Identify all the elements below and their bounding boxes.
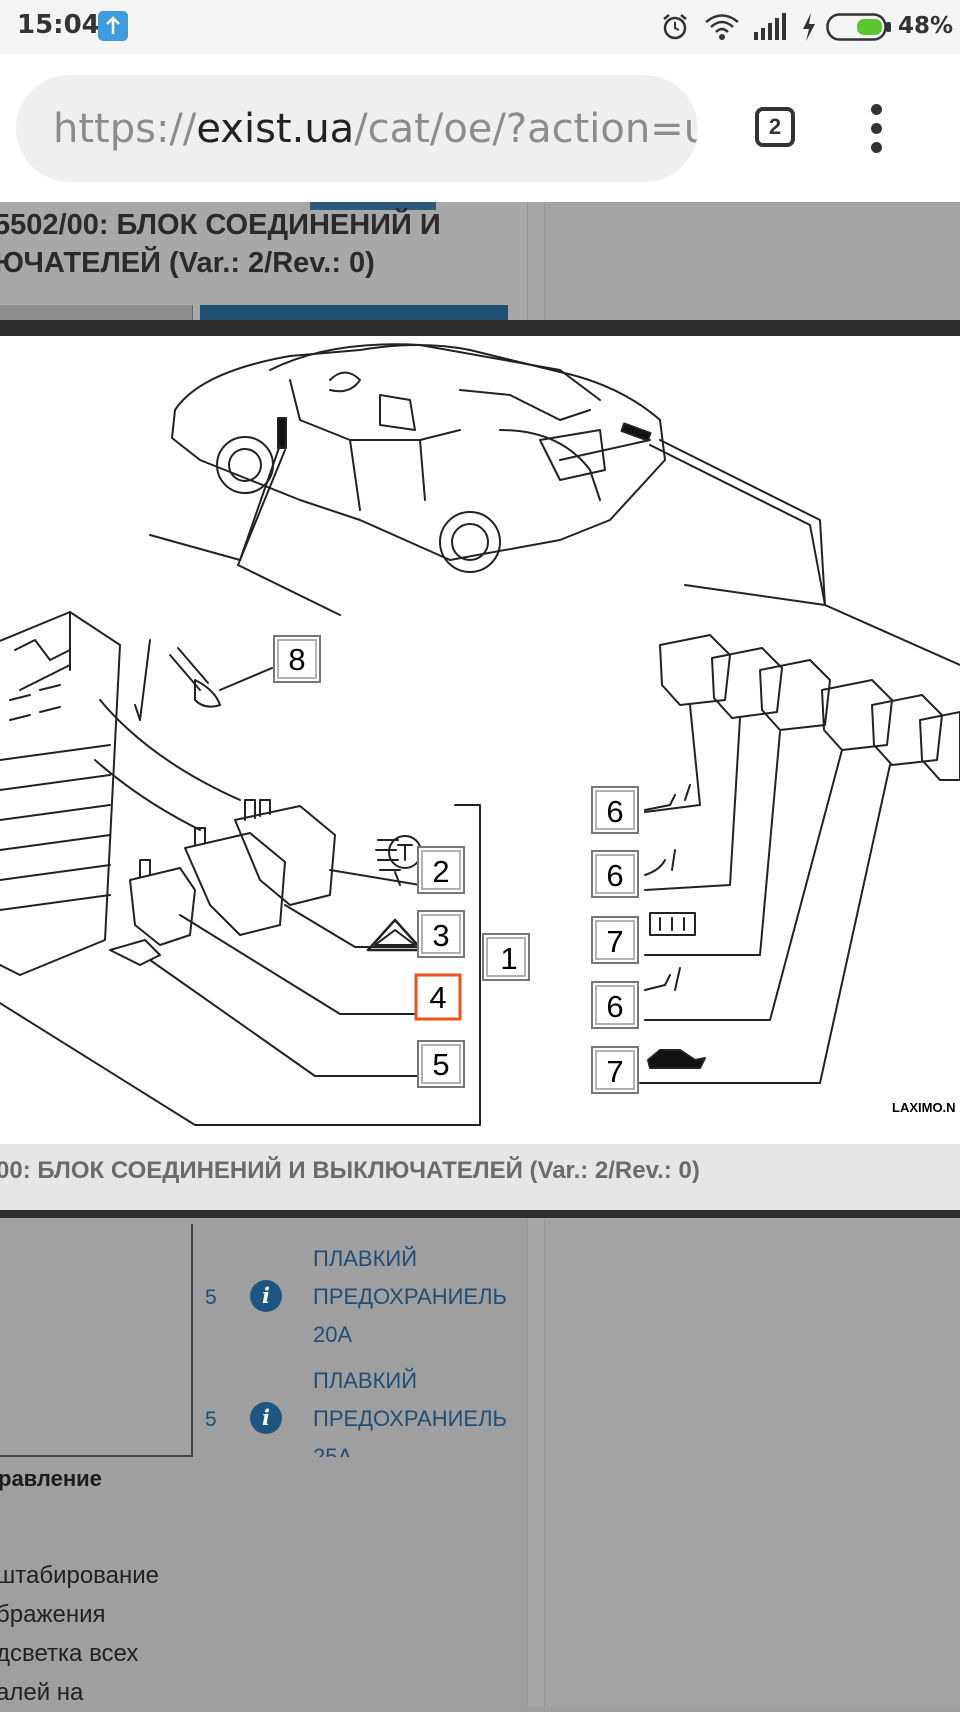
right-relay-row (639, 634, 960, 1084)
bolt (134, 639, 273, 721)
management-item[interactable]: штабирование (0, 1562, 160, 1589)
parts-image-box (0, 1224, 193, 1457)
status-bar: 15:04 48% (0, 0, 960, 54)
callout-6a: 6 (591, 786, 639, 834)
svg-text:4: 4 (429, 980, 446, 1015)
battery-percent: 48% (898, 13, 954, 39)
callout-6c: 6 (591, 981, 639, 1029)
svg-text:2: 2 (432, 854, 449, 889)
page-title: 5502/00: БЛОК СОЕДИНЕНИЙ И ЮЧАТЕЛЕЙ (Var… (0, 206, 441, 282)
gray-tab[interactable] (0, 305, 193, 320)
headlamp-icon (375, 839, 401, 871)
wifi-icon (705, 14, 739, 40)
address-bar[interactable]: https://exist.ua/cat/oe/?action=u (16, 75, 698, 182)
svg-text:7: 7 (606, 924, 623, 959)
svg-text:8: 8 (288, 642, 305, 677)
page-title-line-1: 5502/00: БЛОК СОЕДИНЕНИЙ И (0, 209, 441, 241)
trunk-icon (647, 1049, 706, 1069)
callout-7b: 7 (591, 1046, 639, 1094)
part-row[interactable]: 5 i ПЛАВКИЙ ПРЕДОХРАНИЕЛЬ 20А (193, 1240, 528, 1350)
management-list: штабирование бражения дсветка всех алей … (0, 1556, 159, 1712)
seat-heat-icon (644, 784, 691, 811)
blue-tab[interactable] (200, 305, 508, 320)
diagram-caption: 00: БЛОК СОЕДИНЕНИЙ И ВЫКЛЮЧАТЕЛЕЙ (Var.… (0, 1157, 700, 1184)
parts-diagram[interactable]: 8 2 3 4 5 (0, 336, 960, 1144)
management-item[interactable]: алей на (0, 1679, 84, 1706)
callout-7a: 7 (591, 916, 639, 964)
watermark: LAXIMO.N (892, 1100, 956, 1115)
battery-icon (826, 13, 891, 41)
callout-4-highlighted: 4 (414, 973, 462, 1021)
management-item[interactable]: бражения (0, 1601, 106, 1628)
management-title: равление (0, 1466, 102, 1491)
seat-heat-icon-2 (644, 849, 676, 876)
svg-text:6: 6 (606, 858, 623, 893)
tab-switcher-button[interactable]: 2 (755, 107, 795, 147)
callout-1: 1 (482, 933, 530, 981)
rear-defrost-icon (649, 912, 696, 936)
callout-8: 8 (273, 635, 321, 683)
title-block: 5502/00: БЛОК СОЕДИНЕНИЙ И ЮЧАТЕЛЕЙ (Var… (0, 202, 528, 320)
callout-2: 2 (417, 846, 465, 894)
hazard-icon (374, 929, 416, 946)
part-name[interactable]: ПЛАВКИЙ ПРЕДОХРАНИЕЛЬ 25А (313, 1368, 507, 1457)
svg-text:3: 3 (432, 918, 449, 953)
svg-text:1: 1 (500, 941, 517, 976)
svg-text:6: 6 (606, 989, 623, 1024)
callout-6b: 6 (591, 850, 639, 898)
info-icon[interactable]: i (250, 1402, 282, 1434)
part-row[interactable]: 5 i ПЛАВКИЙ ПРЕДОХРАНИЕЛЬ 25А (193, 1362, 528, 1457)
svg-text:7: 7 (606, 1054, 623, 1089)
upload-icon (98, 11, 128, 41)
page-title-line-2: ЮЧАТЕЛЕЙ (Var.: 2/Rev.: 0) (0, 247, 375, 279)
seat-adjust-icon (644, 967, 681, 991)
overflow-menu-icon[interactable] (870, 104, 884, 154)
fuse-box (0, 611, 481, 1126)
info-icon[interactable]: i (250, 1280, 282, 1312)
car-illustration (171, 343, 666, 573)
callout-3: 3 (417, 910, 465, 958)
alarm-icon (663, 14, 687, 40)
part-qty: 5 (205, 1408, 217, 1431)
part-qty: 5 (205, 1286, 217, 1309)
callout-5: 5 (417, 1040, 465, 1088)
diagram-drawing: 8 2 3 4 5 (0, 343, 960, 1126)
url-text[interactable]: https://exist.ua/cat/oe/?action=u (53, 106, 698, 152)
clock: 15:04 (17, 10, 100, 40)
relays-group (94, 699, 336, 966)
diagram-caption-bar (0, 1144, 960, 1210)
management-item[interactable]: дсветка всех (0, 1640, 139, 1667)
part-name[interactable]: ПЛАВКИЙ ПРЕДОХРАНИЕЛЬ 20А (313, 1246, 507, 1347)
svg-text:6: 6 (606, 794, 623, 829)
svg-text:5: 5 (432, 1047, 449, 1082)
charging-icon (803, 13, 815, 41)
signal-icon (754, 13, 786, 40)
tab-strip (310, 202, 436, 210)
